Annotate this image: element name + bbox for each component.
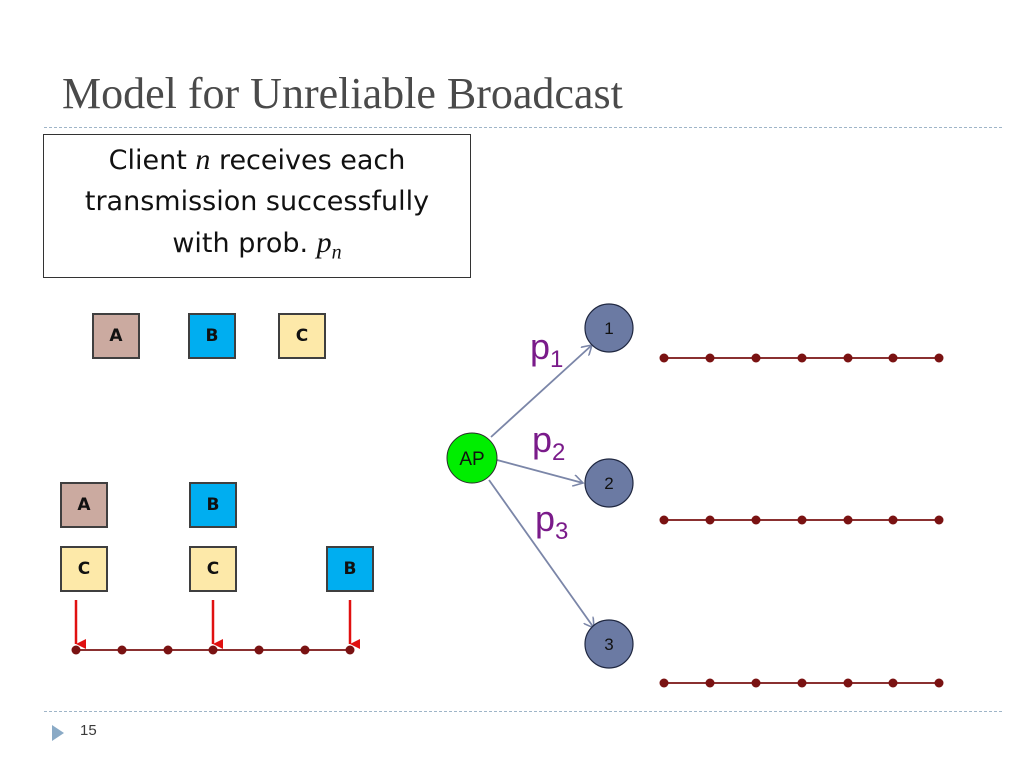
client-node-3: 3 [584,619,634,669]
client-label: 2 [604,474,613,493]
client-timeline-3 [659,678,944,688]
link-prob-2: p2 [532,419,565,466]
ap-node: AP [446,432,498,484]
packet-block: A [92,313,140,359]
slide-number: 15 [80,722,97,739]
prob-subscript: n [331,241,342,264]
client-node-1: 1 [584,303,634,353]
client-node-2: 2 [584,458,634,508]
client-var: n [195,142,211,176]
slide-title: Model for Unreliable Broadcast [62,69,623,118]
packet-block: B [188,313,236,359]
client-timeline-1 [659,353,944,363]
link-edge-1 [490,345,592,438]
assumption-callout: Client n receives each transmission succ… [43,134,471,278]
prob-var: p [316,225,332,259]
callout-line-3: with prob. pn [172,222,341,273]
packet-block: A [60,482,108,528]
sender-timeline [71,645,355,655]
callout-text: Client [108,144,196,176]
footer-divider [44,711,1002,712]
link-prob-1: p1 [530,326,563,373]
ap-label: AP [459,449,484,470]
slide-bullet-icon [52,725,64,741]
packet-block: B [189,482,237,528]
packet-block: C [60,546,108,592]
link-edge-2 [496,459,583,483]
callout-line-2: transmission successfully [84,185,430,217]
client-label: 1 [604,319,613,338]
packet-block: C [278,313,326,359]
title-divider [44,127,1002,128]
client-timeline-2 [659,515,944,525]
callout-text: receives each [210,144,406,176]
client-label: 3 [604,635,613,654]
packet-block: C [189,546,237,592]
packet-block: B [326,546,374,592]
link-edge-3 [488,479,594,628]
link-prob-3: p3 [535,498,568,545]
callout-line-1: Client n receives each [109,139,406,181]
callout-text: with prob. [172,227,317,259]
